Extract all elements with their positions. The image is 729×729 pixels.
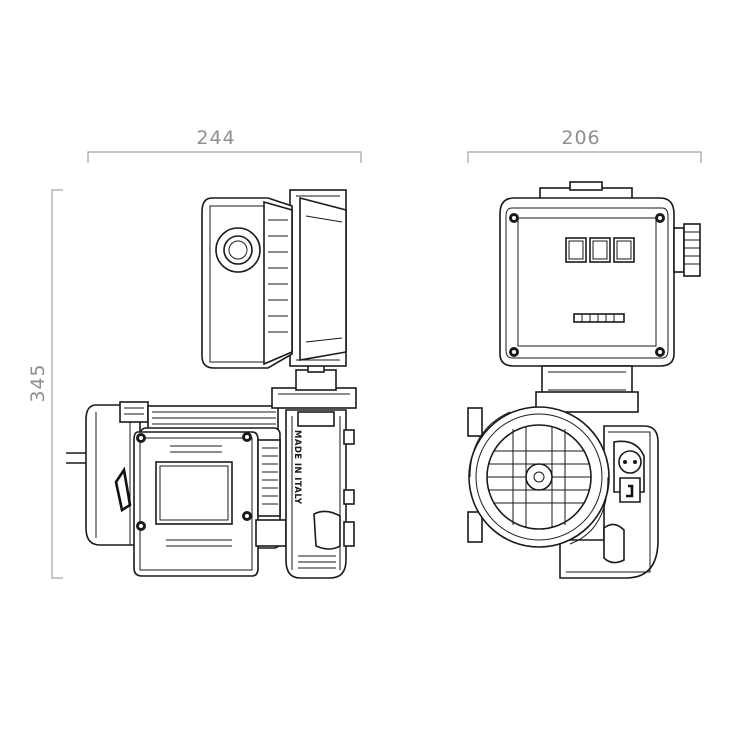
motor-fan-grille (468, 406, 610, 548)
made-in-italy-stamp: MADE IN ITALY (292, 430, 302, 505)
top-cap (539, 181, 633, 201)
coupling-fins (255, 439, 287, 547)
motor-feet (467, 407, 483, 543)
side-view: MADE IN ITALY (66, 189, 357, 579)
front-view (467, 181, 701, 579)
front-pump-body (559, 425, 659, 579)
dimension-width-front: 206 (467, 127, 702, 163)
top-flange (271, 361, 357, 409)
controller-box-front (499, 197, 701, 367)
terminal-box (133, 431, 259, 577)
dimension-label-345: 345 (27, 363, 49, 402)
dimension-width-side: 244 (87, 127, 362, 163)
dimension-label-206: 206 (561, 127, 600, 149)
motor-fan-cover (85, 401, 149, 546)
pump-housing: MADE IN ITALY (285, 409, 355, 579)
controller-box-side (201, 189, 347, 369)
dimension-height: 345 (27, 189, 63, 579)
front-neck (535, 365, 639, 413)
dimension-label-244: 244 (196, 127, 235, 149)
